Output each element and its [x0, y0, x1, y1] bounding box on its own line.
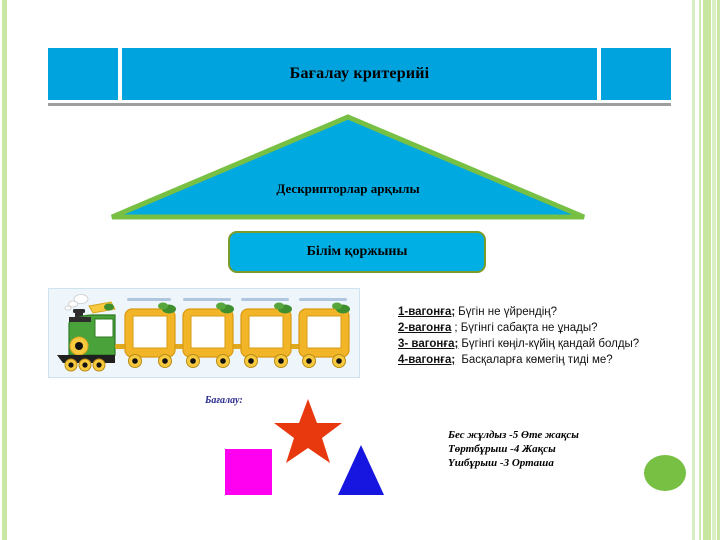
header-divider — [48, 103, 671, 106]
decor-green-ellipse — [644, 455, 686, 491]
star-shape-icon — [272, 398, 344, 464]
wagon-2 — [182, 302, 234, 368]
wagon-question-text: Басқаларға көмегің тиді ме? — [458, 354, 613, 366]
descriptor-triangle-label: Дескрипторлар арқылы — [276, 181, 420, 196]
decor-stripe-left — [2, 0, 7, 540]
decor-stripe-right-5 — [717, 0, 720, 540]
knowledge-box-label: Білім қоржыны — [306, 244, 408, 259]
header-band: Бағалау критерийі — [48, 48, 671, 100]
decor-stripe-right-4 — [712, 0, 716, 540]
triangle-shape-icon-small — [337, 444, 385, 496]
wagon-question-key: 1-вагонға; — [398, 306, 456, 318]
train-icon — [57, 294, 350, 372]
wagon-question-list: 1-вагонға;Бүгін не үйрендің? 2-вагонға; … — [398, 305, 660, 369]
wagon-question-text: Бүгінгі көңіл-күйің қандай болды? — [461, 338, 640, 350]
descriptor-triangle: Дескрипторлар арқылы — [108, 113, 588, 221]
wagon-question-row: 2-вагонға; Бүгінгі сабақта не ұнады? — [398, 321, 660, 336]
wagon-3 — [240, 302, 292, 368]
wagon-question-row: 4-вагонға; Басқаларға көмегің тиді ме? — [398, 353, 660, 368]
legend-row: Бес жұлдыз -5 Өте жақсы — [448, 429, 579, 441]
knowledge-box: Білім қоржыны — [228, 231, 486, 273]
wagon-question-row: 1-вагонға;Бүгін не үйрендің? — [398, 305, 660, 320]
wagon-question-key: 4-вагонға; — [398, 354, 456, 366]
locomotive — [57, 294, 116, 372]
header-cell-left — [48, 48, 118, 100]
legend-row: Үшбұрыш -3 Орташа — [448, 457, 554, 469]
legend-row: Төртбұрыш -4 Жақсы — [448, 443, 556, 455]
decor-stripe-right-1 — [692, 0, 695, 540]
header-cell-right — [601, 48, 671, 100]
page-title: Бағалау критерийі — [289, 65, 430, 82]
header-cell-main: Бағалау критерийі — [122, 48, 597, 100]
wagon-question-row: 3- вагонға;Бүгінгі көңіл-күйің қандай бо… — [398, 337, 660, 352]
decor-stripe-right-3 — [703, 0, 711, 540]
shapes-caption: Бағалау: — [205, 395, 243, 406]
scoring-legend: Бес жұлдыз -5 Өте жақсы Төртбұрыш -4 Жақ… — [448, 428, 648, 470]
shapes-group: Бағалау: — [180, 390, 410, 502]
wagon-1 — [124, 302, 176, 368]
wagon-question-key: 3- вагонға; — [398, 338, 459, 350]
wagon-4 — [298, 302, 350, 368]
train-illustration — [48, 288, 360, 378]
wagon-question-text: Бүгін не үйрендің? — [458, 306, 558, 318]
decor-stripe-right-2 — [699, 0, 701, 540]
square-shape-icon — [225, 449, 272, 495]
wagon-question-text: ; Бүгінгі сабақта не ұнады? — [454, 322, 598, 334]
triangle-shape-icon — [111, 114, 585, 220]
wagon-question-key: 2-вагонға — [398, 322, 452, 334]
